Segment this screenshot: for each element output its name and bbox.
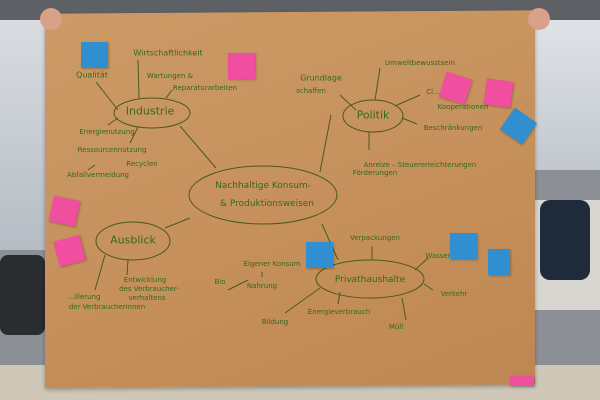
privathaushalte-item: Bio	[214, 277, 226, 286]
sticky-note-pink	[510, 376, 534, 386]
window-right	[530, 20, 600, 170]
industrie-topic: Industrie	[125, 104, 175, 118]
hand-right	[528, 8, 550, 30]
industrie-item: Wirtschaftlichkeit	[133, 48, 203, 58]
sticky-note-blue	[450, 233, 477, 259]
industrie-item: Ressourcennutzung	[77, 145, 147, 154]
privathaushalte-item: Wasser	[425, 251, 451, 260]
ausblick-item: der Verbraucherinnen	[68, 302, 146, 311]
politik-item: Grundlage	[300, 73, 342, 83]
privathaushalte-item: Eigener Konsum	[243, 259, 301, 268]
privathaushalte-item: Verkehr	[440, 289, 468, 298]
ausblick-ellipse	[95, 221, 171, 261]
privathaushalte-item: Nahrung	[246, 281, 278, 290]
center-ellipse	[188, 165, 338, 225]
ausblick-item: Entwicklung	[123, 275, 167, 284]
ausblick-item: des Verbraucher-	[119, 284, 179, 293]
industrie-item: Reparaturarbeiten	[172, 83, 238, 92]
center-topic-line2: & Produktionsweisen	[219, 198, 315, 209]
industrie-item: Qualität	[76, 70, 108, 80]
politik-item: Umweltbewusstsein	[385, 58, 455, 67]
sticky-note-blue	[306, 242, 333, 268]
privathaushalte-ellipse	[315, 259, 425, 299]
ausblick-item: verhaltens	[128, 293, 166, 302]
politik-item: Anreize – Steuererleichterungen	[363, 160, 477, 169]
politik-item: Beschränkungen	[423, 123, 483, 132]
politik-item: schaffen	[296, 86, 326, 95]
privathaushalte-topic: Privathaushalte	[334, 274, 406, 285]
center-topic-line1: Nachhaltige Konsum-	[215, 180, 311, 191]
politik-item: Förderungen	[352, 168, 398, 177]
backpack	[0, 255, 45, 335]
privathaushalte-item: Bildung	[261, 317, 289, 326]
politik-ellipse	[342, 99, 404, 133]
industrie-ellipse	[113, 97, 191, 129]
politik-item: Kooperationen	[437, 102, 489, 111]
sticky-note-pink	[228, 53, 255, 79]
sticky-note-pink	[483, 78, 514, 108]
industrie-item: Energienutzung	[79, 127, 135, 136]
politik-topic: Politik	[356, 108, 390, 122]
sticky-note-pink	[48, 195, 81, 227]
ausblick-topic: Ausblick	[110, 233, 156, 247]
industrie-item: Abfallvermeidung	[67, 170, 129, 179]
privathaushalte-item: Energieverbrauch	[307, 307, 371, 316]
politik-item: Cl...	[426, 87, 440, 96]
jacket	[540, 200, 590, 280]
industrie-item: Recyclen	[126, 159, 158, 168]
industrie-item: Wartungen &	[146, 71, 194, 80]
privathaushalte-item: Verpackungen	[350, 233, 400, 242]
ausblick-item: ...ilierung	[67, 292, 101, 301]
privathaushalte-item: Müll	[388, 322, 404, 331]
hand-left	[40, 8, 62, 30]
sticky-note-blue	[488, 249, 510, 275]
sticky-note-blue	[81, 42, 108, 68]
